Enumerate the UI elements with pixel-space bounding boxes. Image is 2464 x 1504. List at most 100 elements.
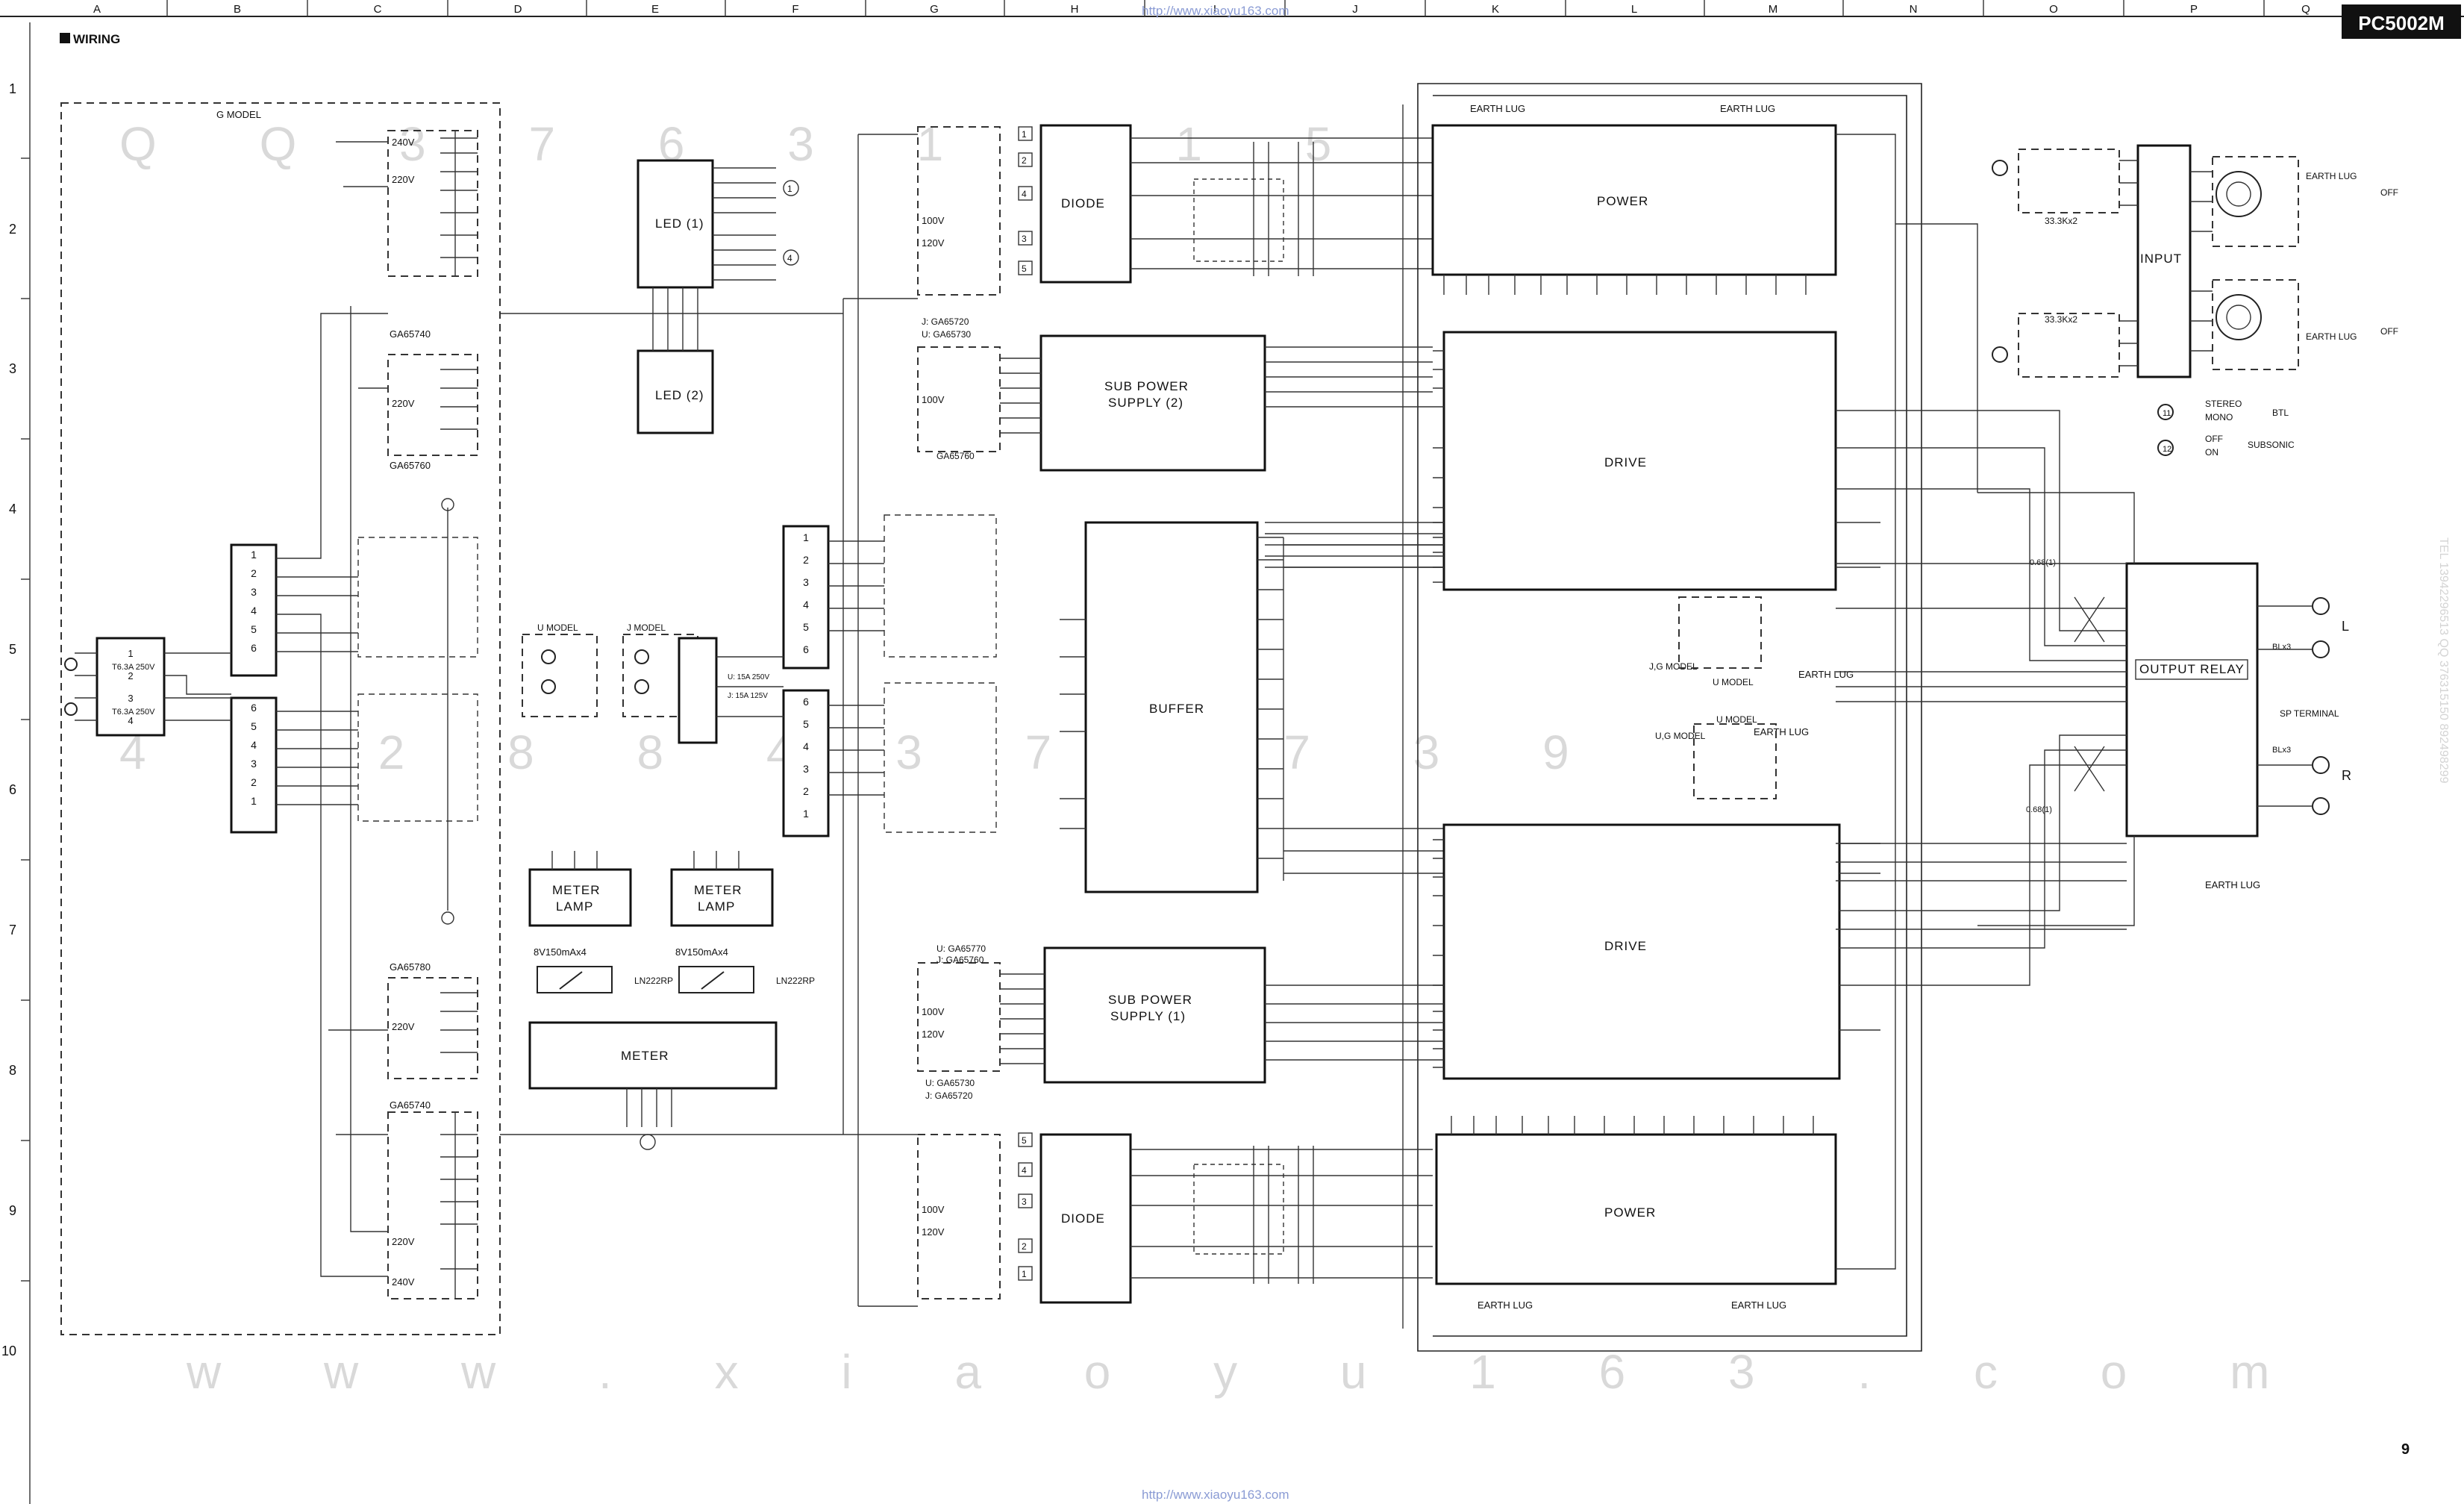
col-label: H [1071, 3, 1079, 16]
earth-lug-bottom-l: EARTH LUG [1478, 1299, 1533, 1311]
power-switch-center: U: 15A 250V J: 15A 125V [678, 637, 769, 744]
svg-text:4: 4 [803, 740, 809, 752]
earth-lug-mid: EARTH LUG [1798, 669, 1854, 680]
svg-text:12: 12 [2163, 445, 2171, 454]
model-option-frames [1678, 596, 1777, 799]
svg-text:T6.3A 250V: T6.3A 250V [112, 663, 155, 672]
row-label: 6 [9, 782, 16, 797]
svg-text:2: 2 [251, 776, 257, 788]
col-label: J [1352, 3, 1358, 16]
svg-text:220V: 220V [392, 174, 415, 185]
row-label: 9 [9, 1203, 16, 1218]
svg-text:240V: 240V [392, 137, 415, 148]
svg-text:OFF: OFF [2380, 187, 2398, 198]
row-label: 8 [9, 1063, 16, 1078]
input-title: INPUT [2140, 252, 2182, 266]
buffer-pins [1060, 537, 1444, 881]
svg-text:4: 4 [787, 253, 792, 263]
lamp-spec-left: 8V150mAx4 [534, 946, 587, 958]
meter-lamp-right-title-2: LAMP [698, 899, 735, 914]
section-bullet-icon [60, 33, 70, 43]
left-switches [164, 141, 478, 1277]
speaker-terminal-l: L BLx3 [2272, 597, 2349, 658]
output-relay-title: OUTPUT RELAY [2139, 662, 2245, 676]
relay-block-upper: 123 456 [230, 543, 278, 677]
svg-text:OFF: OFF [2380, 326, 2398, 337]
svg-text:120V: 120V [922, 237, 945, 249]
j-model-label: J MODEL [627, 622, 666, 633]
svg-text:MONO: MONO [2205, 412, 2233, 422]
power-top-block [1431, 124, 1837, 276]
svg-text:220V: 220V [392, 1236, 415, 1247]
sp1-wires [1000, 973, 1444, 1064]
res-068-bottom: 0.68(1) [2026, 805, 2052, 814]
meter-lamp-right [670, 868, 774, 927]
center-relay-upper: 123 456 [782, 525, 830, 670]
earth-lug-bottom-r: EARTH LUG [1731, 1299, 1786, 1311]
svg-text:3: 3 [251, 586, 257, 598]
plug-icons [541, 649, 649, 694]
meter-title: METER [621, 1049, 669, 1063]
col-label: M [1769, 3, 1778, 16]
col-label: D [514, 3, 522, 16]
ga-label-sp2: GA65760 [936, 451, 975, 461]
svg-text:L: L [2342, 619, 2349, 634]
svg-text:OFF: OFF [2205, 434, 2223, 444]
ug-model-label-mid: U,G MODEL [1655, 731, 1706, 741]
meter-wiring [551, 851, 739, 1150]
led-2-block [637, 349, 714, 434]
svg-text:2: 2 [1022, 1241, 1027, 1252]
watermark-tel: 4 2 2 8 8 4 3 7 6 7 3 9 [119, 726, 1614, 779]
watermark-side: TEL 13942296513 QQ 376315150 892498299 [2437, 537, 2450, 784]
svg-text:220V: 220V [392, 1021, 415, 1032]
meter-lamp-left-title-1: METER [552, 883, 601, 897]
svg-text:R: R [2342, 768, 2351, 783]
page-number: 9 [2401, 1441, 2410, 1458]
svg-text:2: 2 [803, 554, 809, 566]
lamp-spec-right: 8V150mAx4 [675, 946, 728, 958]
input-wires [2119, 160, 2213, 366]
svg-text:3: 3 [1022, 1196, 1027, 1207]
model-number: PC5002M [2358, 12, 2445, 34]
center-relay-lower: 654 321 [782, 689, 830, 837]
svg-text:GA65740: GA65740 [390, 1099, 431, 1111]
transformer-taps-top: 240V 220V GA65740 [387, 130, 478, 340]
transformer-sp2-frame [917, 346, 1001, 452]
source-url-bottom: http://www.xiaoyu163.com [1142, 1488, 1289, 1502]
ln222rp-left: LN222RP [634, 976, 673, 986]
svg-text:SUBSONIC: SUBSONIC [2248, 440, 2295, 450]
col-label: P [2190, 3, 2198, 16]
svg-text:2: 2 [803, 785, 809, 797]
svg-text:4: 4 [251, 739, 257, 751]
sp-terminal-label: SP TERMINAL [2280, 708, 2339, 719]
col-label: G [930, 3, 939, 16]
svg-text:BTL: BTL [2272, 408, 2289, 418]
diode-top-block [1039, 124, 1132, 284]
u-model-label-top: U MODEL [1713, 677, 1754, 687]
col-label: I [1213, 3, 1216, 16]
col-label: N [1910, 3, 1918, 16]
drive-bottom-title: DRIVE [1604, 939, 1647, 953]
svg-text:EARTH LUG: EARTH LUG [2306, 171, 2357, 181]
input-jacks-upper: EARTH LUG OFF [2212, 156, 2398, 247]
power-bottom-pins [1451, 1116, 1814, 1135]
transformer-top-frame [917, 126, 1001, 296]
svg-text:1: 1 [803, 531, 809, 543]
row-label: 5 [9, 642, 16, 657]
svg-text:100V: 100V [922, 215, 945, 226]
col-label: C [374, 3, 382, 16]
drive-top-block [1442, 331, 1837, 591]
row-label: 10 [1, 1344, 16, 1358]
transformer-bottom-frame [917, 1134, 1001, 1299]
buffer-title: BUFFER [1149, 702, 1204, 716]
transformer-taps-bottom: GA65740 220V 240V [387, 1099, 478, 1299]
svg-text:EARTH LUG: EARTH LUG [2306, 331, 2357, 342]
output-relay-wires [1836, 410, 2313, 986]
svg-text:4: 4 [803, 599, 809, 611]
svg-text:J: 15A 125V: J: 15A 125V [728, 692, 768, 700]
svg-text:4: 4 [1022, 1165, 1027, 1176]
svg-text:220V: 220V [392, 398, 415, 409]
u-model-label-mid: U MODEL [1716, 714, 1757, 725]
ga-label-sp1-j: J: GA65760 [936, 955, 984, 965]
